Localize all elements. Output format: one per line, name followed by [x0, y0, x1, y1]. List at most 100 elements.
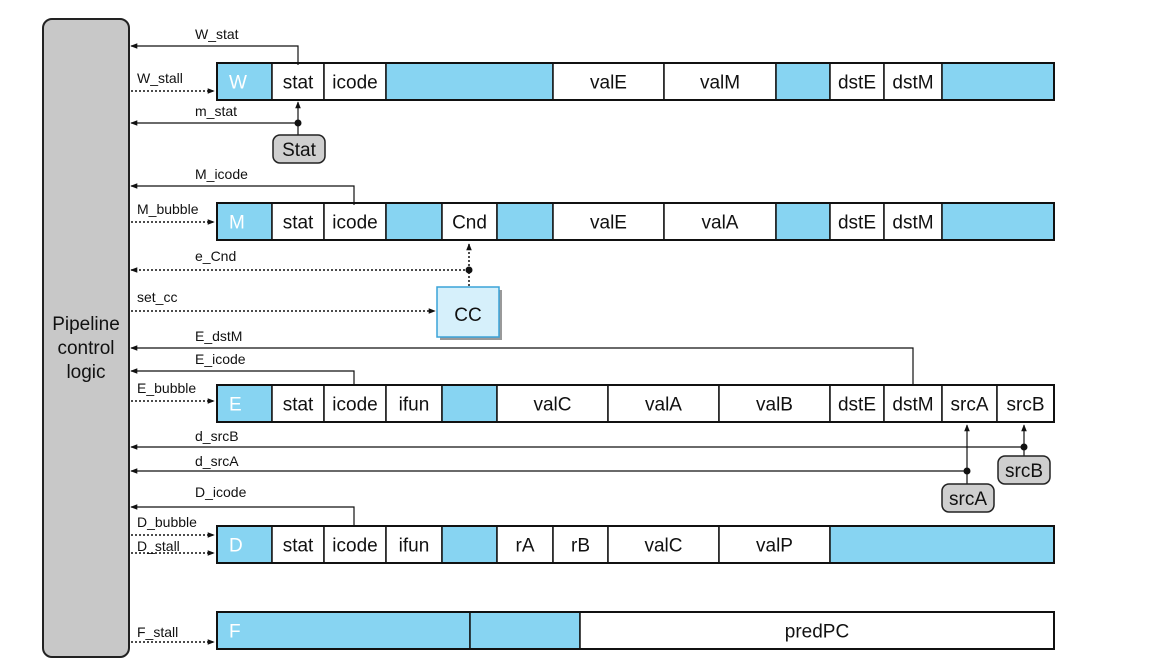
empty-field: [441, 384, 498, 423]
signal-W-stall: W_stall: [131, 70, 215, 94]
field-label: valA: [702, 213, 739, 234]
register-frame: [216, 62, 1055, 101]
empty-field: [385, 202, 443, 241]
field-dstM: [883, 202, 943, 241]
field-label: dstE: [838, 213, 876, 234]
field-label: dstE: [838, 395, 876, 416]
cc-unit-label: CC: [454, 305, 481, 326]
field-label: icode: [332, 395, 377, 416]
field-label: icode: [332, 213, 377, 234]
signal-E-icode: E_icode: [130, 351, 355, 385]
label-M-icode: M_icode: [195, 166, 248, 182]
label-set-cc: set_cc: [137, 289, 177, 305]
stage-label: D: [229, 536, 243, 557]
junction-dot: [294, 119, 302, 127]
field-label: stat: [283, 395, 314, 416]
register-frame: [216, 202, 1055, 241]
field-icode: [323, 62, 387, 101]
srcA-unit-label: srcA: [949, 489, 987, 510]
control-line-1: Pipeline: [52, 314, 120, 335]
control-logic-box: [42, 18, 130, 658]
label-m-stat: m_stat: [195, 103, 237, 119]
junction-dot: [465, 266, 473, 274]
signal-D-icode: D_icode: [130, 484, 355, 526]
field-predPC: [579, 611, 1055, 650]
field-label: srcA: [951, 395, 989, 416]
signal-e-Cnd: e_Cnd: [130, 243, 473, 286]
empty-field: [496, 202, 554, 241]
srcB-unit: srcB: [997, 455, 1051, 485]
junction-dot: [963, 467, 971, 475]
label-F-stall: F_stall: [137, 624, 178, 640]
label-E-bubble: E_bubble: [137, 380, 196, 396]
field-label: valB: [756, 395, 793, 416]
register-frame: [216, 611, 1055, 650]
label-d-srcA: d_srcA: [195, 453, 239, 469]
label-M-bubble: M_bubble: [137, 201, 199, 217]
signal-D-bubble: D_bubble: [131, 514, 215, 538]
empty-field: [469, 611, 581, 650]
label-E-icode: E_icode: [195, 351, 246, 367]
stage-cell-W: [216, 62, 273, 101]
field-label: valC: [644, 536, 682, 557]
register-frame: [216, 525, 1055, 564]
srcB-unit-label: srcB: [1005, 461, 1043, 482]
field-label: valP: [756, 536, 793, 557]
field-label: predPC: [785, 622, 849, 643]
stage-cell-E: [216, 384, 273, 423]
empty-field: [775, 202, 831, 241]
signal-E-dstM: E_dstM: [130, 328, 914, 385]
signal-E-bubble: E_bubble: [131, 380, 215, 404]
srcA-unit: srcA: [941, 483, 995, 513]
signal-set-cc: set_cc: [131, 289, 436, 314]
empty-field: [385, 62, 554, 101]
stat-unit-label: Stat: [282, 140, 317, 161]
field-Cnd: [441, 202, 498, 241]
field-label: Cnd: [452, 213, 487, 234]
stage-label: W: [229, 73, 247, 94]
label-D-icode: D_icode: [195, 484, 247, 500]
empty-field: [941, 202, 1055, 241]
field-label: ifun: [399, 536, 430, 557]
signal-d-srcB: d_srcB: [130, 424, 1028, 456]
field-rB: [552, 525, 609, 564]
signal-F-stall: F_stall: [131, 624, 215, 645]
label-E-dstM: E_dstM: [195, 328, 242, 344]
signal-m-stat: m_stat: [130, 101, 302, 136]
pipeline-control-logic: Pipeline control logic: [42, 18, 130, 658]
signal-M-bubble: M_bubble: [131, 201, 215, 225]
stage-label: E: [229, 395, 242, 416]
field-label: stat: [283, 213, 314, 234]
field-label: srcB: [1007, 395, 1045, 416]
stage-cell-D: [216, 525, 273, 564]
field-ifun: [385, 525, 443, 564]
field-label: valM: [700, 73, 740, 94]
empty-field: [941, 62, 1055, 101]
label-e-Cnd: e_Cnd: [195, 248, 236, 264]
signal-D-stall: D_stall: [131, 538, 215, 556]
empty-field: [829, 525, 1055, 564]
field-label: rA: [516, 536, 535, 557]
junction-dot: [1020, 443, 1028, 451]
signal-d-srcA: d_srcA: [130, 424, 971, 484]
field-label: rB: [571, 536, 590, 557]
field-label: valE: [590, 73, 627, 94]
field-label: icode: [332, 73, 377, 94]
field-label: valC: [533, 395, 571, 416]
control-line-3: logic: [66, 362, 105, 383]
register-frame: [216, 384, 1055, 423]
stat-unit: Stat: [272, 134, 326, 164]
label-D-stall: D_stall: [137, 538, 180, 554]
stage-cell-F: [216, 611, 471, 650]
field-label: dstM: [892, 73, 933, 94]
field-label: dstM: [892, 213, 933, 234]
field-label: valE: [590, 213, 627, 234]
label-W-stall: W_stall: [137, 70, 183, 86]
field-label: dstM: [892, 395, 933, 416]
